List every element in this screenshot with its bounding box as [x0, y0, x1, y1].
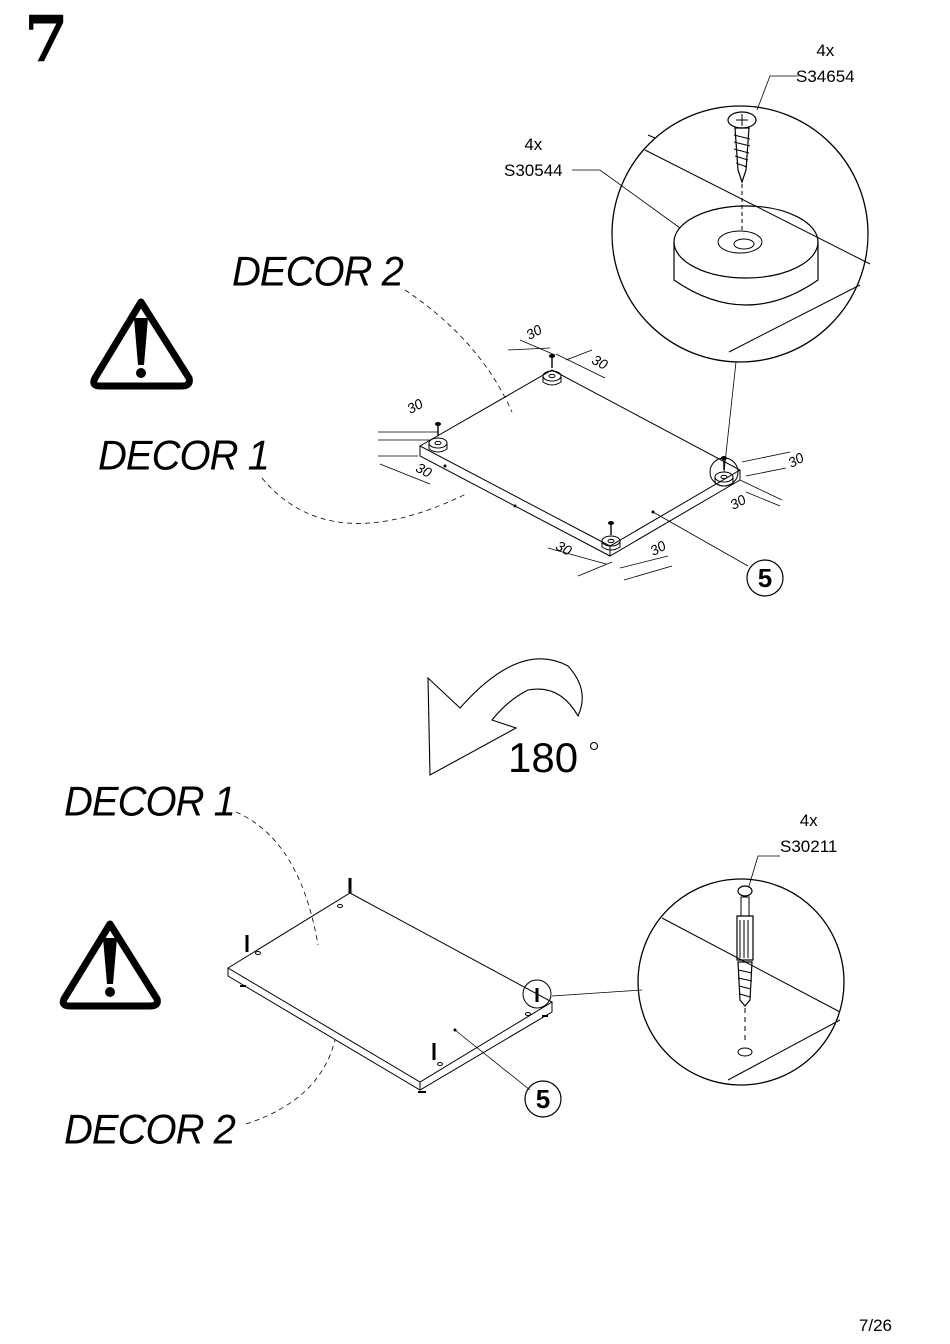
screw-code: S34654	[796, 67, 855, 87]
levelling-foot	[428, 370, 734, 551]
bottom-decor-2-label: DECOR 2	[64, 1106, 236, 1154]
foot-detail	[572, 75, 871, 363]
foot-qty: 4x	[524, 135, 543, 154]
bottom-decor-1-label: DECOR 1	[64, 778, 236, 826]
screw-part-label: 4x S34654	[796, 38, 855, 91]
bottom-panel-number: 5	[535, 1084, 551, 1114]
dimension-lines	[378, 339, 791, 581]
step-number: 7	[24, 2, 69, 77]
top-decor-2-label: DECOR 2	[232, 248, 404, 296]
warning-triangle-icon	[59, 920, 161, 1010]
warning-triangle-icon	[90, 298, 193, 390]
dowel-code: S30211	[780, 837, 838, 857]
foot-part-label: 4x S30544	[504, 132, 563, 185]
page-number: 7/26	[858, 1316, 892, 1335]
top-panel-number: 5	[757, 563, 773, 593]
dowel-detail	[637, 855, 845, 1086]
dowel-qty: 4x	[799, 811, 818, 830]
top-decor-1-label: DECOR 1	[98, 432, 270, 480]
dowel-part-label: 4x S30211	[780, 808, 837, 861]
rotation-angle: 180	[508, 734, 579, 781]
foot-code: S30544	[504, 161, 563, 181]
bottom-panel	[227, 811, 643, 1125]
screw-qty: 4x	[816, 41, 835, 60]
top-panel	[261, 289, 791, 597]
rotate-arrow-icon	[427, 658, 599, 776]
